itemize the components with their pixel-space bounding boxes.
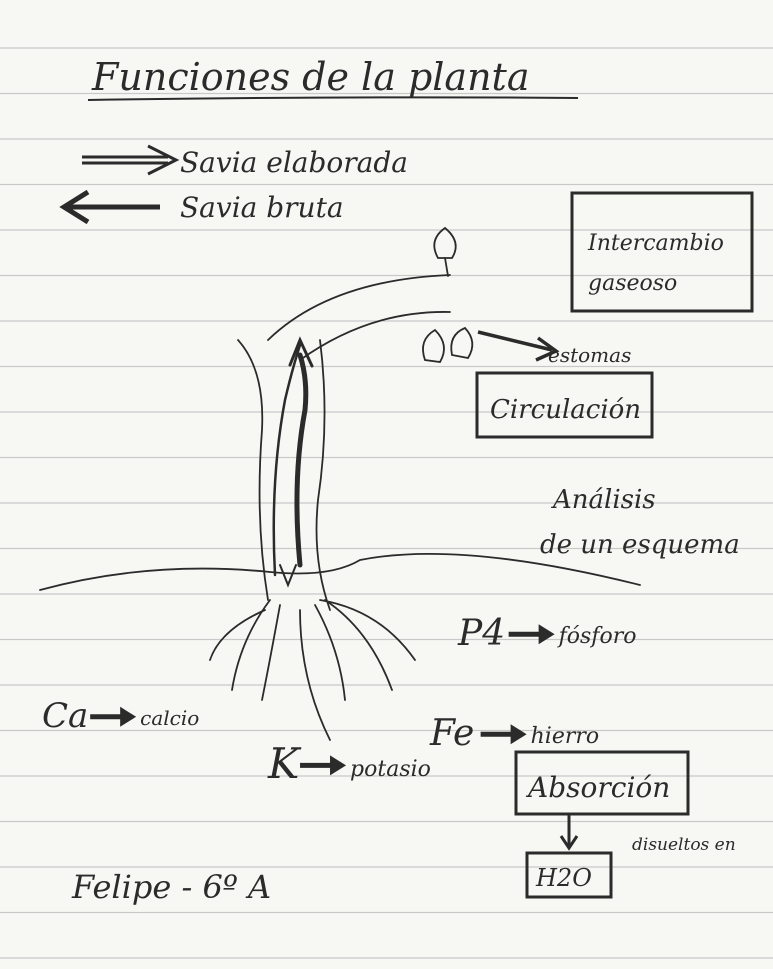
nutrient-symbol: Ca [42,696,88,736]
elaborated-sap-flow-line [297,355,306,565]
stomata-pointer: estomas [478,332,631,367]
arrow-down-icon [561,815,577,848]
flow-arrow-down-icon [280,565,296,585]
gas-exchange-label-line1: Intercambio [587,231,724,256]
stem-right-edge [317,340,331,610]
nutrient-name: fósforo [557,624,637,649]
root-3 [300,610,330,740]
author-signature: Felipe - 6º A [71,868,271,906]
nutrient-item: P4 fósforo [457,613,636,654]
arrow-right-icon [481,724,527,744]
double-arrow-right-icon [82,146,176,174]
nutrient-symbol: P4 [457,613,505,654]
arrow-right-icon [90,707,136,727]
nutrient-name: calcio [140,706,199,730]
leaf-side-2 [451,328,472,358]
nutrient-name: potasio [350,757,431,782]
circulation-label: Circulación [490,395,641,425]
ruled-lines [0,48,773,958]
legend-elaborated-sap: Savia elaborada [82,146,408,179]
stomata-label: estomas [548,343,631,367]
stem-left-edge [238,340,268,600]
dissolved-label: disueltos en [632,835,736,855]
root-7 [210,610,265,660]
water-box: H2O [527,853,611,897]
arrow-right-icon [478,332,556,360]
circulation-box: Circulación [477,373,652,437]
leaf-top-stalk [445,258,448,276]
arrow-right-icon [300,755,346,775]
nutrient-symbol: Fe [429,713,474,754]
branch-upper [268,275,450,340]
legend-raw-sap-label: Savia bruta [180,191,344,224]
analysis-label-line1: Análisis [551,485,656,515]
root-4 [315,605,345,700]
absorption-box: Absorción [516,752,688,814]
root-2 [262,605,280,700]
leaf-side-1 [423,330,444,362]
nutrient-item: Fe hierro [429,713,599,754]
root-5 [325,600,392,690]
arrow-left-icon [64,192,160,222]
nutrient-item: Kpotasio [267,739,431,788]
legend-elaborated-sap-label: Savia elaborada [180,146,408,179]
nutrient-name: hierro [531,724,600,749]
legend-raw-sap: Savia bruta [64,191,344,224]
arrow-right-icon [509,624,555,644]
water-label: H2O [535,864,592,892]
analysis-label-line2: de un esquema [540,530,740,560]
plant-drawing [40,228,640,740]
gas-exchange-box: Intercambio gaseoso [572,193,752,311]
root-1 [232,600,270,690]
page-title: Funciones de la planta [91,55,529,99]
nutrient-symbol: K [267,739,302,788]
leaf-top [434,228,455,258]
gas-exchange-label-line2: gaseoso [588,271,677,296]
absorption-label: Absorción [525,771,670,804]
